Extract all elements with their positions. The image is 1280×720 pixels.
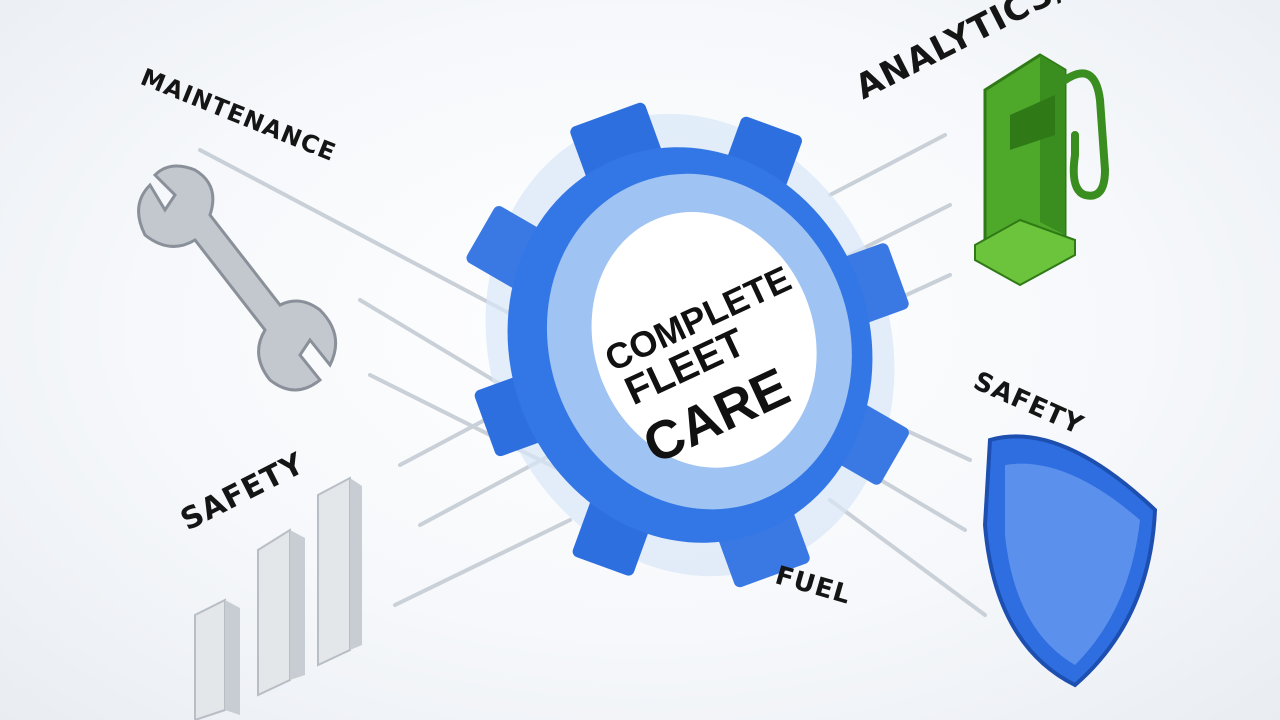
connector-line	[393, 518, 572, 607]
connector-line	[828, 133, 947, 197]
fuel-pump-icon	[974, 53, 1110, 287]
connector-line	[828, 498, 987, 617]
bar-chart-icon	[194, 476, 362, 720]
wrench-icon	[137, 164, 338, 392]
gear-icon	[466, 102, 909, 588]
shield-icon	[982, 434, 1158, 688]
